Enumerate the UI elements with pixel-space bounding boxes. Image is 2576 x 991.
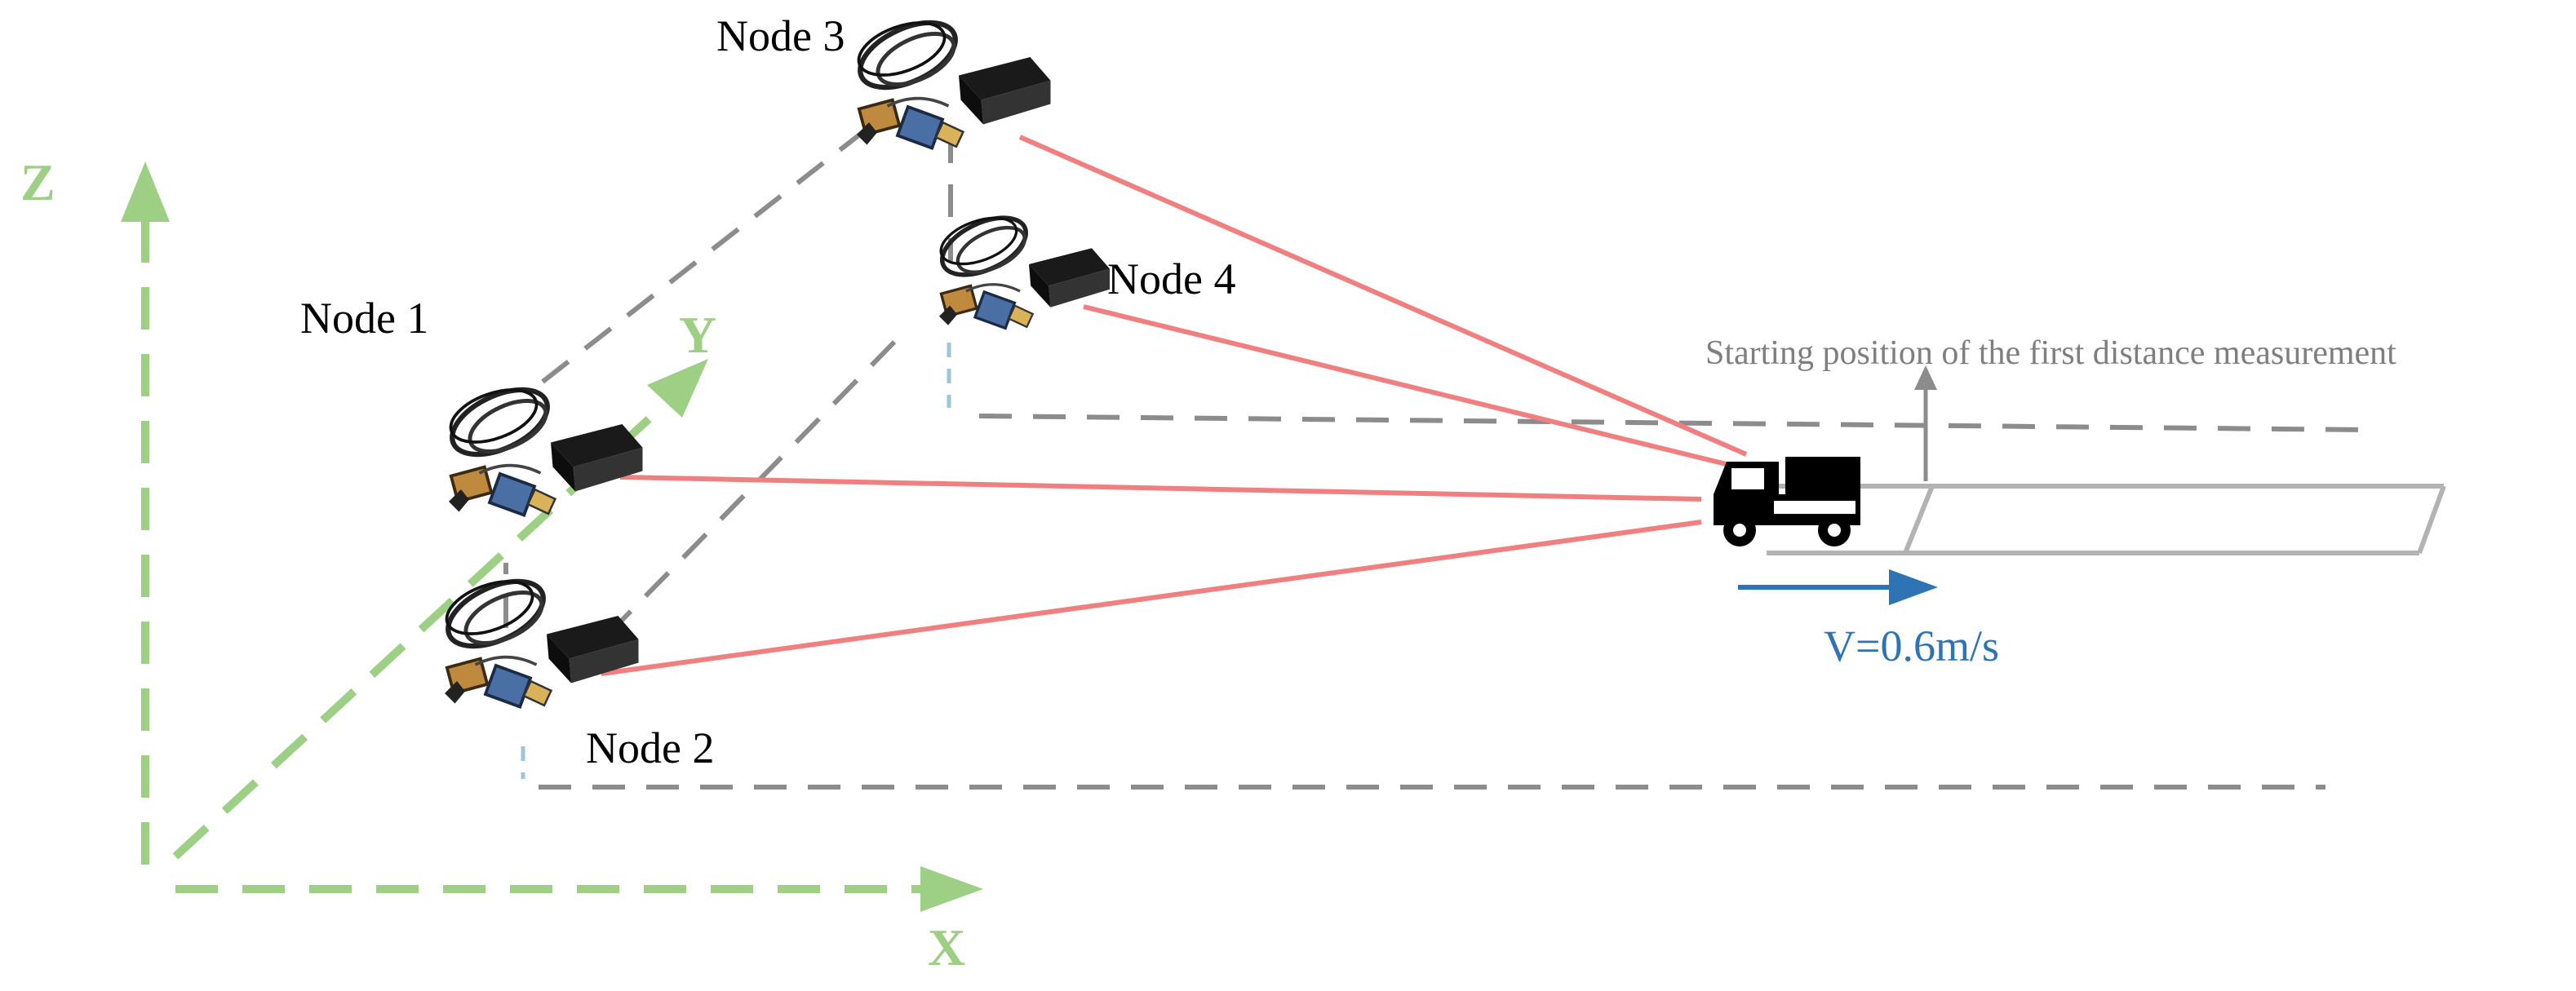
start-position-marker xyxy=(1914,365,1937,481)
coordinate-axes xyxy=(121,161,983,912)
node-drop-lines xyxy=(521,343,951,779)
range-line-node-3 xyxy=(1018,135,1748,457)
node-3-label: Node 3 xyxy=(716,11,845,60)
range-line-node-2 xyxy=(601,520,1702,676)
sensor-node-1-icon xyxy=(442,377,642,515)
range-lines xyxy=(601,135,1748,676)
z-axis-label: Z xyxy=(20,153,55,211)
node-1-label: Node 1 xyxy=(300,294,428,343)
truck-icon xyxy=(1714,457,1860,546)
sensor-node-4-icon xyxy=(933,206,1110,329)
node-2-label: Node 2 xyxy=(586,723,714,772)
track xyxy=(1762,484,2446,555)
sensor-node-3-icon xyxy=(850,10,1050,148)
sensor-node-2-icon xyxy=(438,568,638,707)
node-4-label: Node 4 xyxy=(1107,254,1235,303)
velocity-arrow xyxy=(1738,569,1938,605)
guide-lines xyxy=(503,128,2367,790)
range-line-node-1 xyxy=(619,475,1702,502)
speed-label: V=0.6m/s xyxy=(1824,622,1999,670)
x-axis-label: X xyxy=(928,918,965,976)
y-axis-arrowhead xyxy=(647,359,708,418)
y-axis-label: Y xyxy=(679,306,716,364)
z-axis-arrowhead xyxy=(121,161,170,222)
x-axis-arrowhead xyxy=(920,866,983,912)
range-line-node-4 xyxy=(1083,304,1747,471)
start-position-annotation: Starting position of the first distance … xyxy=(1705,334,2396,372)
